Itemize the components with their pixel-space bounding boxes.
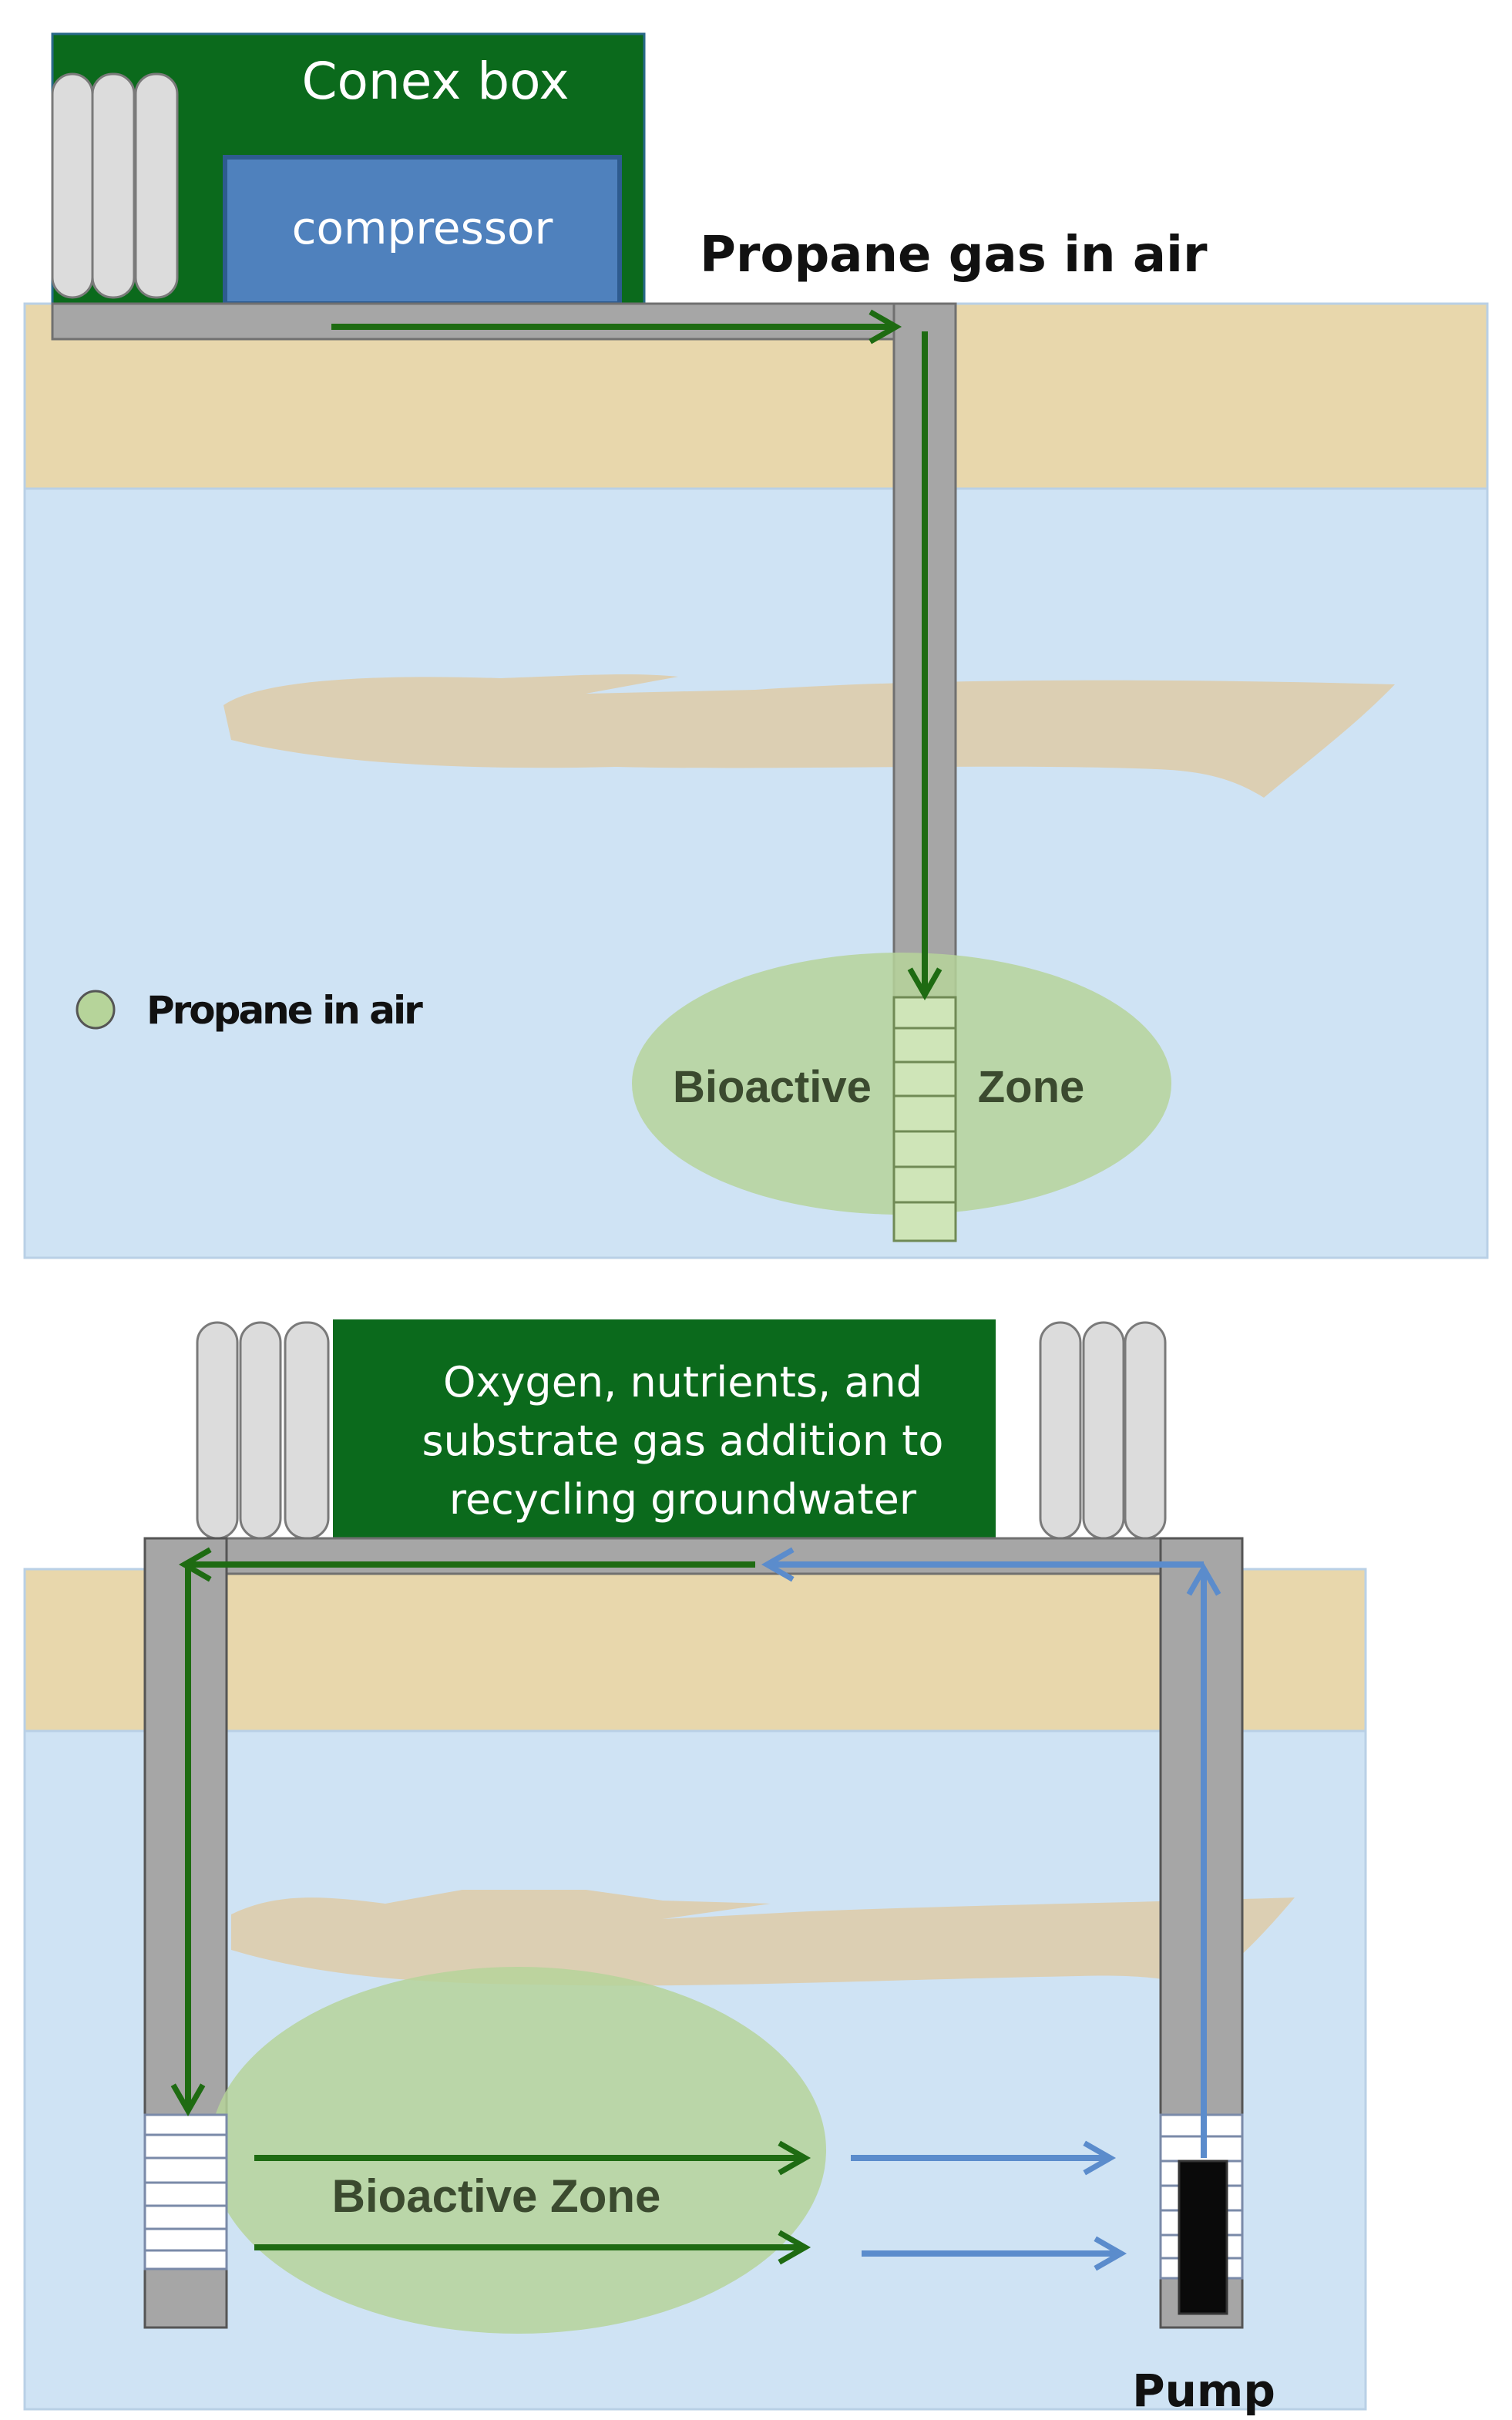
pump-label: Pump bbox=[1132, 2365, 1275, 2417]
gas-cylinder-icon bbox=[134, 72, 179, 299]
top-panel: Conex box compressor Propane gas in air bbox=[23, 32, 1489, 1259]
compressor-label: compressor bbox=[292, 202, 553, 254]
gas-cylinder-icon bbox=[51, 72, 94, 299]
top-gas-cylinders bbox=[51, 72, 179, 299]
top-zone-label-right: Zone bbox=[978, 1062, 1085, 1112]
top-horizontal-pipe bbox=[51, 302, 957, 341]
gas-cylinder-icon bbox=[1124, 1321, 1167, 1540]
top-sand-lens bbox=[223, 674, 1395, 798]
legend-swatch bbox=[76, 990, 116, 1030]
injection-well-screen bbox=[143, 2113, 228, 2270]
conex-box-label: Conex box bbox=[301, 52, 569, 111]
legend: Propane in air bbox=[76, 988, 425, 1033]
bottom-horizontal-pipe bbox=[143, 1537, 1244, 1575]
legend-label: Propane in air bbox=[146, 988, 423, 1033]
well-screen bbox=[143, 2113, 228, 2270]
compressor bbox=[223, 155, 622, 306]
top-well-screen bbox=[892, 996, 957, 1242]
well-screen bbox=[892, 996, 957, 1242]
gas-cylinder-icon bbox=[196, 1321, 239, 1540]
top-zone-label-left: Bioactive bbox=[673, 1062, 872, 1112]
enclosure-label-line-2: substrate gas addition to bbox=[422, 1417, 944, 1465]
bottom-panel: Oxygen, nutrients, and substrate gas add… bbox=[23, 1319, 1367, 2417]
bottom-sand-layer bbox=[23, 1568, 1367, 1733]
bottom-right-gas-cylinders bbox=[1039, 1321, 1167, 1540]
enclosure-label-line-3: recycling groundwater bbox=[449, 1475, 917, 1524]
gas-cylinder-icon bbox=[1082, 1321, 1125, 1540]
enclosure-label-line-1: Oxygen, nutrients, and bbox=[443, 1358, 922, 1407]
bottom-zone-label: Bioactive Zone bbox=[332, 2170, 661, 2222]
gas-cylinder-icon bbox=[284, 1321, 330, 1540]
nutrient-enclosure bbox=[333, 1319, 996, 1540]
gas-cylinder-icon bbox=[1039, 1321, 1082, 1540]
bottom-bioactive-zone bbox=[210, 1967, 826, 2334]
gas-cylinder-icon bbox=[91, 72, 136, 299]
bottom-left-gas-cylinders bbox=[196, 1321, 330, 1540]
bottom-sand-lens bbox=[231, 1890, 1295, 1988]
pump bbox=[1178, 2160, 1228, 2315]
gas-cylinder-icon bbox=[239, 1321, 282, 1540]
flow-label: Propane gas in air bbox=[700, 227, 1208, 284]
